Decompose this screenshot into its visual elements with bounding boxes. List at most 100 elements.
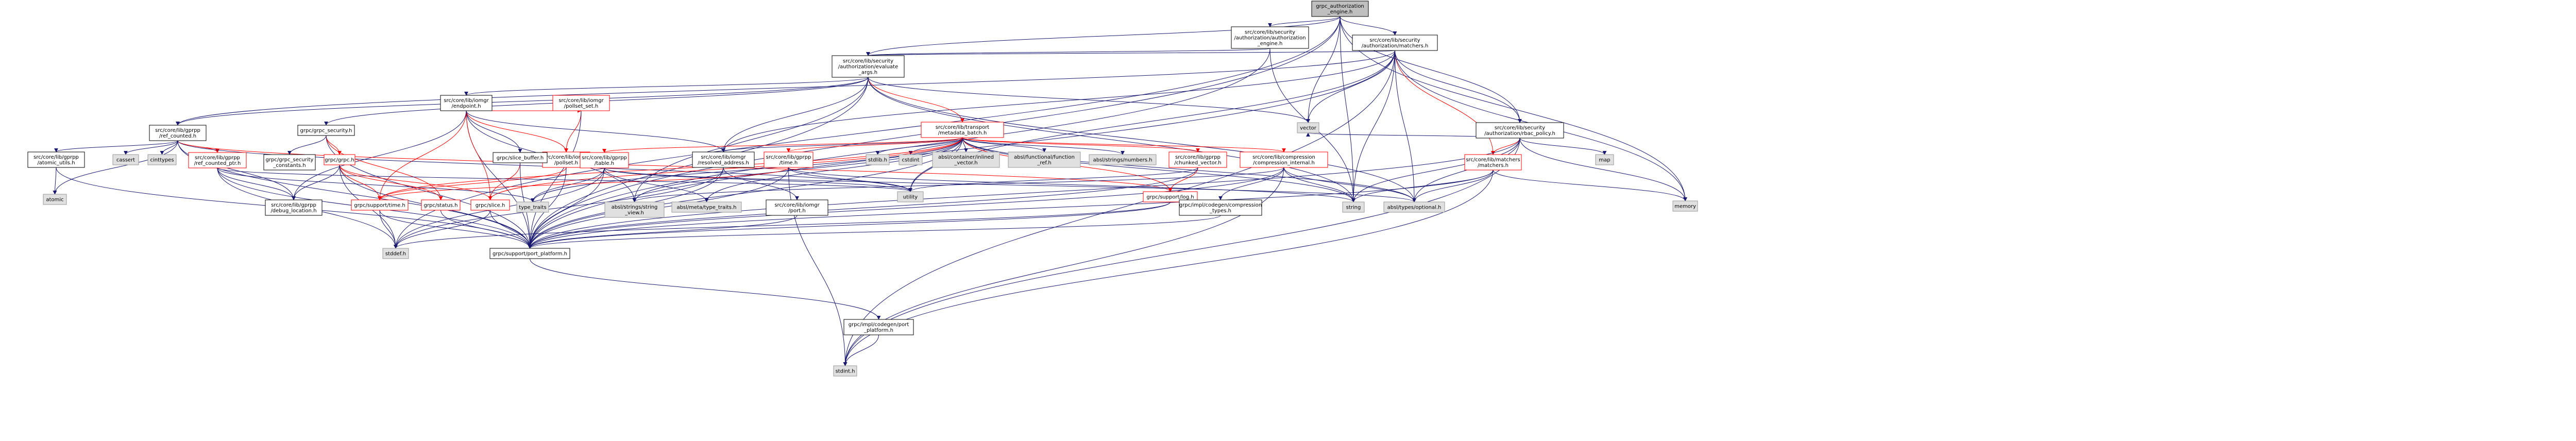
node-label-iomgr_port-0: src/core/lib/iomgr bbox=[774, 202, 820, 208]
node-label-gprpp_time-1: /time.h bbox=[779, 160, 798, 166]
node-label-type_traits-0: type_traits bbox=[519, 205, 546, 211]
node-box-table bbox=[580, 152, 629, 168]
node-box-atomic bbox=[43, 194, 67, 205]
edge-ref_counted-to-support_log bbox=[177, 140, 1173, 192]
node-chunked_vector[interactable]: src/core/lib/gprpp/chunked_vector.h bbox=[1168, 151, 1227, 168]
node-box-rbac_policy bbox=[1476, 122, 1564, 139]
node-label-stddef-0: stddef.h bbox=[385, 251, 406, 257]
edge-slice-to-port_platform bbox=[490, 210, 532, 249]
node-label-port_platform-0: grpc/support/port_platform.h bbox=[493, 251, 567, 257]
node-codegen_port_platform[interactable]: grpc/impl/codegen/port_platform.h bbox=[843, 319, 914, 335]
node-box-function_ref bbox=[1008, 151, 1081, 168]
edge-gprpp_time-to-stdint bbox=[788, 167, 848, 366]
node-support_log[interactable]: grpc/support/log.h bbox=[1143, 191, 1198, 202]
node-stdlib: stdlib.h bbox=[866, 154, 890, 165]
node-label-metadata_batch-0: src/core/lib/transport bbox=[936, 125, 990, 130]
node-type_traits: type_traits bbox=[516, 201, 549, 213]
node-authz_engine[interactable]: src/core/lib/security/authorization/auth… bbox=[1231, 26, 1309, 49]
edge-gprpp_time-to-utility bbox=[788, 167, 912, 192]
node-label-slice-0: grpc/slice.h bbox=[476, 203, 505, 209]
node-box-resolved_address bbox=[692, 151, 755, 168]
edge-rbac_policy-to-stdint bbox=[843, 138, 1520, 366]
node-box-port_platform bbox=[489, 248, 570, 259]
edge-metadata_batch-to-chunked_vector bbox=[962, 137, 1200, 152]
node-box-status bbox=[421, 199, 461, 211]
node-compression_types[interactable]: grpc/impl/codegen/compression_types.h bbox=[1179, 199, 1262, 216]
node-evaluate_args[interactable]: src/core/lib/security/authorization/eval… bbox=[832, 55, 905, 78]
node-grpc_security[interactable]: grpc/grpc_security.h bbox=[297, 125, 355, 136]
node-support_time[interactable]: grpc/support/time.h bbox=[351, 199, 409, 211]
edge-support_log-to-stddef bbox=[394, 201, 1171, 249]
node-label-atomic-0: atomic bbox=[46, 197, 63, 203]
node-box-grpc_h bbox=[324, 154, 355, 165]
node-cassert: cassert bbox=[112, 154, 139, 165]
edge-authz_engine-to-evaluate_args bbox=[866, 48, 1270, 56]
node-label-support_log-0: grpc/support/log.h bbox=[1146, 195, 1194, 200]
node-label-debug_location-0: src/core/lib/gprpp bbox=[271, 202, 316, 208]
node-label-inlined_vector-0: absl/container/inlined bbox=[938, 155, 994, 160]
node-box-stddef bbox=[382, 248, 409, 259]
node-map: map bbox=[1595, 154, 1614, 165]
node-label-codegen_port_platform-0: grpc/impl/codegen/port bbox=[849, 322, 909, 328]
edge-ref_counted_ptr-to-debug_location bbox=[217, 167, 296, 200]
node-rbac_policy[interactable]: src/core/lib/security/authorization/rbac… bbox=[1476, 122, 1564, 139]
node-label-compression_internal-0: src/core/lib/compression bbox=[1252, 155, 1315, 160]
node-label-grpc_security_constants-1: _constants.h bbox=[273, 163, 306, 168]
edge-evaluate_args-to-string bbox=[868, 77, 1355, 202]
node-matchers_core[interactable]: src/core/lib/matchers/matchers.h bbox=[1464, 154, 1522, 171]
node-port_platform[interactable]: grpc/support/port_platform.h bbox=[489, 248, 570, 259]
node-debug_location[interactable]: src/core/lib/gprpp/debug_location.h bbox=[265, 199, 323, 216]
node-label-map-0: map bbox=[1599, 158, 1610, 163]
node-resolved_address[interactable]: src/core/lib/iomgr/resolved_address.h bbox=[692, 151, 755, 168]
node-label-inlined_vector-1: _vector.h bbox=[954, 160, 977, 166]
node-label-iomgr_port-1: /port.h bbox=[788, 208, 805, 214]
edge-slice_buffer-to-slice bbox=[488, 162, 520, 200]
node-pollset_set[interactable]: src/core/lib/iomgr/pollset_set.h bbox=[552, 95, 610, 111]
node-compression_internal[interactable]: src/core/lib/compression/compression_int… bbox=[1240, 151, 1328, 168]
node-label-table-1: /table.h bbox=[595, 161, 614, 166]
edge-evaluate_args-to-vector bbox=[868, 77, 1310, 123]
node-table[interactable]: src/core/lib/gprpp/table.h bbox=[580, 152, 629, 168]
node-label-ref_counted_ptr-0: src/core/lib/gprpp bbox=[195, 155, 240, 161]
node-root[interactable]: grpc_authorization_engine.h bbox=[1311, 1, 1369, 17]
node-box-iomgr_port bbox=[766, 199, 828, 216]
node-slice_buffer[interactable]: grpc/slice_buffer.h bbox=[493, 152, 548, 163]
node-label-authz_engine-1: /authorization/authorization bbox=[1234, 36, 1306, 41]
edge-compression_types-to-port_platform bbox=[528, 215, 1221, 249]
node-endpoint[interactable]: src/core/lib/iomgr/endpoint.h bbox=[440, 95, 493, 111]
node-box-evaluate_args bbox=[832, 55, 905, 78]
node-label-cstdint-0: cstdint bbox=[902, 158, 919, 163]
node-box-grpc_security bbox=[297, 125, 355, 136]
node-atomic: atomic bbox=[43, 194, 67, 205]
node-label-rbac_policy-1: /authorization/rbac_policy.h bbox=[1484, 131, 1555, 137]
node-box-numbers bbox=[1089, 154, 1157, 165]
node-label-stdint-0: stdint.h bbox=[835, 369, 855, 375]
edge-metadata_batch-to-stdlib bbox=[875, 137, 963, 155]
node-box-cinttypes bbox=[147, 154, 177, 165]
node-grpc_security_constants[interactable]: grpc/grpc_security_constants.h bbox=[263, 154, 316, 171]
node-gprpp_time[interactable]: src/core/lib/gprpp/time.h bbox=[764, 151, 814, 168]
node-box-chunked_vector bbox=[1168, 151, 1227, 168]
edge-metadata_batch-to-slice bbox=[488, 137, 963, 200]
node-ref_counted[interactable]: src/core/lib/gprpp/ref_counted.h bbox=[149, 125, 207, 141]
node-ref_counted_ptr[interactable]: src/core/lib/gprpp/ref_counted_ptr.h bbox=[188, 152, 247, 168]
node-label-string-0: string bbox=[1346, 205, 1361, 211]
node-label-stdlib-0: stdlib.h bbox=[868, 158, 887, 163]
edge-matchers_sec-to-string bbox=[1351, 50, 1395, 202]
node-box-cstdint bbox=[899, 154, 923, 165]
node-matchers_sec[interactable]: src/core/lib/security/authorization/matc… bbox=[1352, 35, 1438, 51]
node-label-numbers-0: absl/strings/numbers.h bbox=[1093, 158, 1153, 163]
node-numbers: absl/strings/numbers.h bbox=[1089, 154, 1157, 165]
edge-metadata_batch-to-numbers bbox=[962, 137, 1125, 155]
node-label-matchers_sec-1: /authorization/matchers.h bbox=[1362, 43, 1429, 49]
node-slice[interactable]: grpc/slice.h bbox=[470, 199, 510, 211]
node-atomic_utils[interactable]: src/core/lib/gprpp/atomic_utils.h bbox=[27, 151, 85, 168]
node-label-cassert-0: cassert bbox=[116, 158, 135, 163]
edge-table-to-meta_type_traits bbox=[604, 167, 709, 202]
node-status[interactable]: grpc/status.h bbox=[421, 199, 461, 211]
node-box-support_time bbox=[351, 199, 409, 211]
node-iomgr_port[interactable]: src/core/lib/iomgr/port.h bbox=[766, 199, 828, 216]
node-grpc_h[interactable]: grpc/grpc.h bbox=[324, 154, 355, 165]
node-metadata_batch[interactable]: src/core/lib/transport/metadata_batch.h bbox=[921, 122, 1004, 138]
node-box-stdlib bbox=[866, 154, 890, 165]
